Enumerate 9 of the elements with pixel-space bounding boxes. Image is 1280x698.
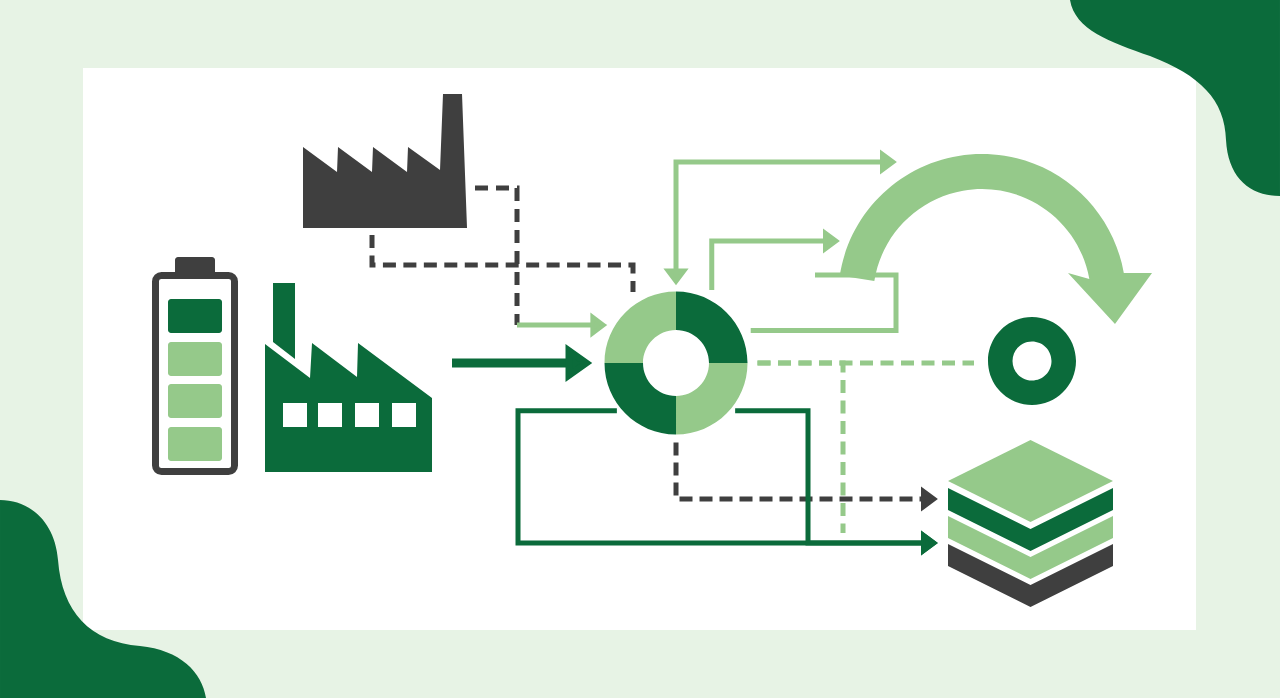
curved-arrow	[839, 154, 1152, 324]
factory-icon	[303, 94, 467, 228]
segmented-ring	[604, 291, 748, 435]
battery-icon	[152, 257, 238, 475]
layer-stack-icon	[948, 440, 1113, 607]
dashed-connector-line	[369, 235, 636, 292]
factory-icon	[265, 283, 432, 472]
connector-line	[750, 272, 899, 334]
dashed-connector-line	[757, 360, 846, 533]
